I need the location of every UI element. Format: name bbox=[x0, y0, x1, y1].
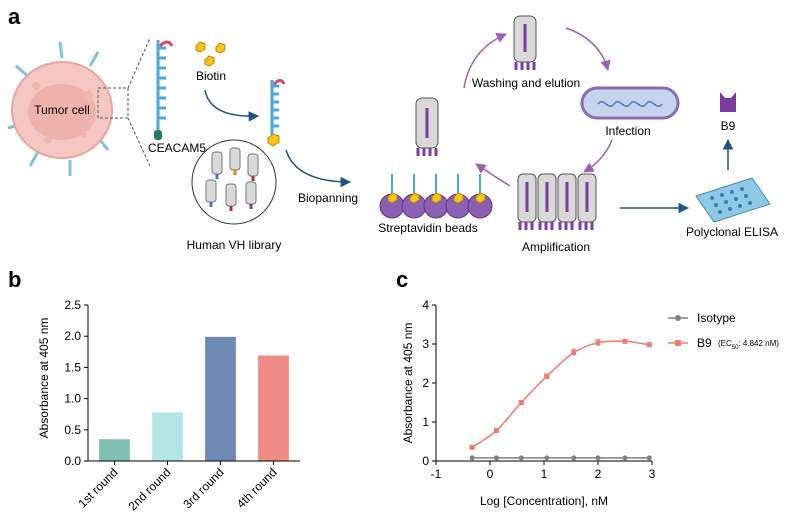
back-to-beads-arrow bbox=[475, 163, 511, 187]
library-tips bbox=[209, 170, 255, 211]
b9-antibody bbox=[720, 92, 736, 112]
panel-c-ylabel: Absorbance at 405 nm bbox=[401, 323, 415, 444]
tumor-cell-illustration bbox=[7, 41, 113, 176]
library-label: Human VH library bbox=[187, 238, 282, 252]
panel-c-y-tick-label: 4 bbox=[422, 298, 429, 312]
zoom-line-bottom bbox=[127, 117, 151, 167]
b9-point bbox=[518, 400, 524, 405]
to-washing-arrow bbox=[463, 33, 507, 89]
panel-c-xlabel: Log [Concentration], nM bbox=[480, 494, 608, 508]
amplified-phages bbox=[517, 173, 597, 230]
panel-a: a Tumor cell bbox=[7, 4, 778, 254]
b9-point bbox=[622, 338, 628, 344]
to-amplification-arrow bbox=[583, 139, 613, 173]
isotype-point bbox=[493, 455, 499, 461]
panel-c-y-ticks: 0 1 2 3 4 bbox=[422, 298, 436, 468]
b9-point bbox=[595, 340, 601, 346]
phage-library-icons bbox=[205, 147, 259, 207]
panel-b: b Absorbance at 405 nm 0.0 0.5 1.0 1.5 2.0 2.… bbox=[8, 267, 300, 513]
tumor-cell-label: Tumor cell bbox=[34, 103, 90, 117]
isotype-point bbox=[469, 455, 475, 461]
ceacam5-receptor bbox=[154, 40, 174, 140]
panel-b-y-ticks: 0.0 0.5 1.0 1.5 2.0 2.5 bbox=[64, 298, 88, 468]
panel-c-series bbox=[469, 338, 652, 461]
isotype-point bbox=[518, 455, 524, 461]
panel-c: c Absorbance at 405 nm Log [Concentratio… bbox=[396, 267, 779, 508]
legend-isotype-marker bbox=[675, 315, 681, 321]
panel-b-x-tick-label: 3rd round bbox=[180, 465, 226, 511]
panel-b-y-tick-label: 1.5 bbox=[64, 360, 81, 374]
panel-b-x-tick-label: 2nd round bbox=[126, 465, 174, 513]
panel-c-y-tick-label: 2 bbox=[422, 376, 429, 390]
b9-label: B9 bbox=[721, 119, 736, 133]
panel-b-bar bbox=[99, 439, 130, 461]
b9-point bbox=[544, 373, 550, 379]
washing-label: Washing and elution bbox=[472, 76, 580, 90]
panel-c-y-tick-label: 1 bbox=[422, 415, 429, 429]
bacterium bbox=[580, 86, 680, 120]
panel-b-bar bbox=[152, 412, 183, 461]
panel-c-x-ticks: -1 0 1 2 3 bbox=[431, 461, 656, 481]
panel-b-y-tick-label: 0.5 bbox=[64, 423, 81, 437]
panel-b-bar bbox=[205, 336, 236, 461]
legend-b9-ec50: (EC50: 4.842 nM) bbox=[718, 339, 779, 351]
panel-b-x-tick-label: 4th round bbox=[234, 465, 280, 511]
b9-point bbox=[493, 428, 499, 434]
panel-b-y-tick-label: 2.0 bbox=[64, 329, 81, 343]
panel-c-x-tick-label: 3 bbox=[649, 467, 656, 481]
panel-b-y-tick-label: 1.0 bbox=[64, 392, 81, 406]
panel-b-y-tick-label: 2.5 bbox=[64, 298, 81, 312]
biotin-molecules bbox=[195, 41, 226, 67]
beads-label: Streptavidin beads bbox=[378, 221, 477, 235]
to-infection-arrow bbox=[565, 27, 611, 72]
panel-c-y-tick-label: 3 bbox=[422, 337, 429, 351]
panel-b-ylabel: Absorbance at 405 nm bbox=[37, 318, 51, 439]
elisa-plate bbox=[695, 177, 771, 223]
panel-b-bar bbox=[258, 355, 289, 461]
eluted-phage bbox=[513, 15, 537, 70]
biotinylation-arrow bbox=[204, 89, 260, 122]
panel-c-x-tick-label: 2 bbox=[595, 467, 602, 481]
panel-b-x-tick-label: 1st round bbox=[75, 465, 120, 510]
panel-b-letter: b bbox=[8, 267, 21, 292]
panel-c-x-tick-label: 1 bbox=[541, 467, 548, 481]
panel-a-letter: a bbox=[8, 4, 21, 29]
b9-point bbox=[469, 444, 475, 450]
panel-b-y-tick-label: 0.0 bbox=[64, 454, 81, 468]
isotype-point bbox=[571, 455, 577, 461]
panel-c-y-tick-label: 0 bbox=[422, 454, 429, 468]
b9-point bbox=[571, 350, 577, 356]
isotype-point bbox=[595, 455, 601, 461]
zoom-box bbox=[97, 87, 129, 119]
panel-c-legend: Isotype B9 (EC50: 4.842 nM) bbox=[668, 311, 779, 351]
bound-phage bbox=[415, 97, 439, 156]
isotype-point bbox=[622, 455, 628, 461]
ceacam5-label: CEACAM5 bbox=[148, 141, 206, 155]
to-biopanning-arrow bbox=[285, 149, 352, 188]
legend-b9-label: B9 bbox=[697, 336, 712, 350]
elisa-label: Polyclonal ELISA bbox=[686, 225, 778, 239]
biopanning-label: Biopanning bbox=[298, 191, 358, 205]
panel-b-bars bbox=[99, 336, 289, 461]
panel-c-x-tick-label: -1 bbox=[431, 467, 442, 481]
amplification-label: Amplification bbox=[522, 240, 590, 254]
isotype-point bbox=[646, 455, 652, 461]
legend-b9-marker bbox=[675, 340, 681, 346]
streptavidin-beads bbox=[379, 174, 493, 219]
b9-point bbox=[646, 342, 652, 348]
isotype-point bbox=[544, 455, 550, 461]
panel-c-x-tick-label: 0 bbox=[487, 467, 494, 481]
biotinylated-ceacam5 bbox=[267, 79, 286, 147]
library-circle bbox=[191, 139, 277, 225]
zoom-line-top bbox=[127, 37, 151, 89]
infection-label: Infection bbox=[605, 124, 650, 138]
biotin-label: Biotin bbox=[196, 69, 226, 83]
legend-isotype-label: Isotype bbox=[697, 311, 736, 325]
panel-c-letter: c bbox=[396, 267, 408, 292]
